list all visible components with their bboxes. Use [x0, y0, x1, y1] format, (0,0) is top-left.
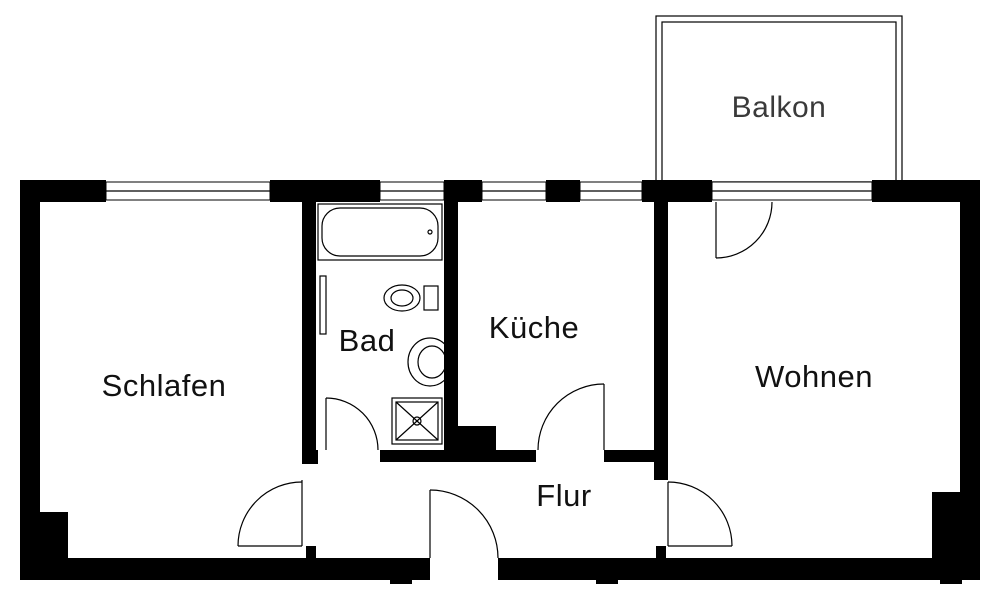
windows: [105, 181, 873, 201]
interior-walls: [302, 200, 668, 560]
room-label-flur: Flur: [536, 478, 592, 513]
doors: [237, 201, 773, 559]
room-label-wohnen: Wohnen: [755, 359, 873, 394]
exterior-walls: [20, 180, 980, 584]
room-label-kueche: Küche: [488, 310, 580, 345]
room-label-schlafen: Schlafen: [101, 368, 227, 403]
room-label-bad: Bad: [338, 323, 396, 358]
bathroom-fixtures: [317, 203, 453, 445]
room-label-balkon: Balkon: [731, 91, 827, 124]
